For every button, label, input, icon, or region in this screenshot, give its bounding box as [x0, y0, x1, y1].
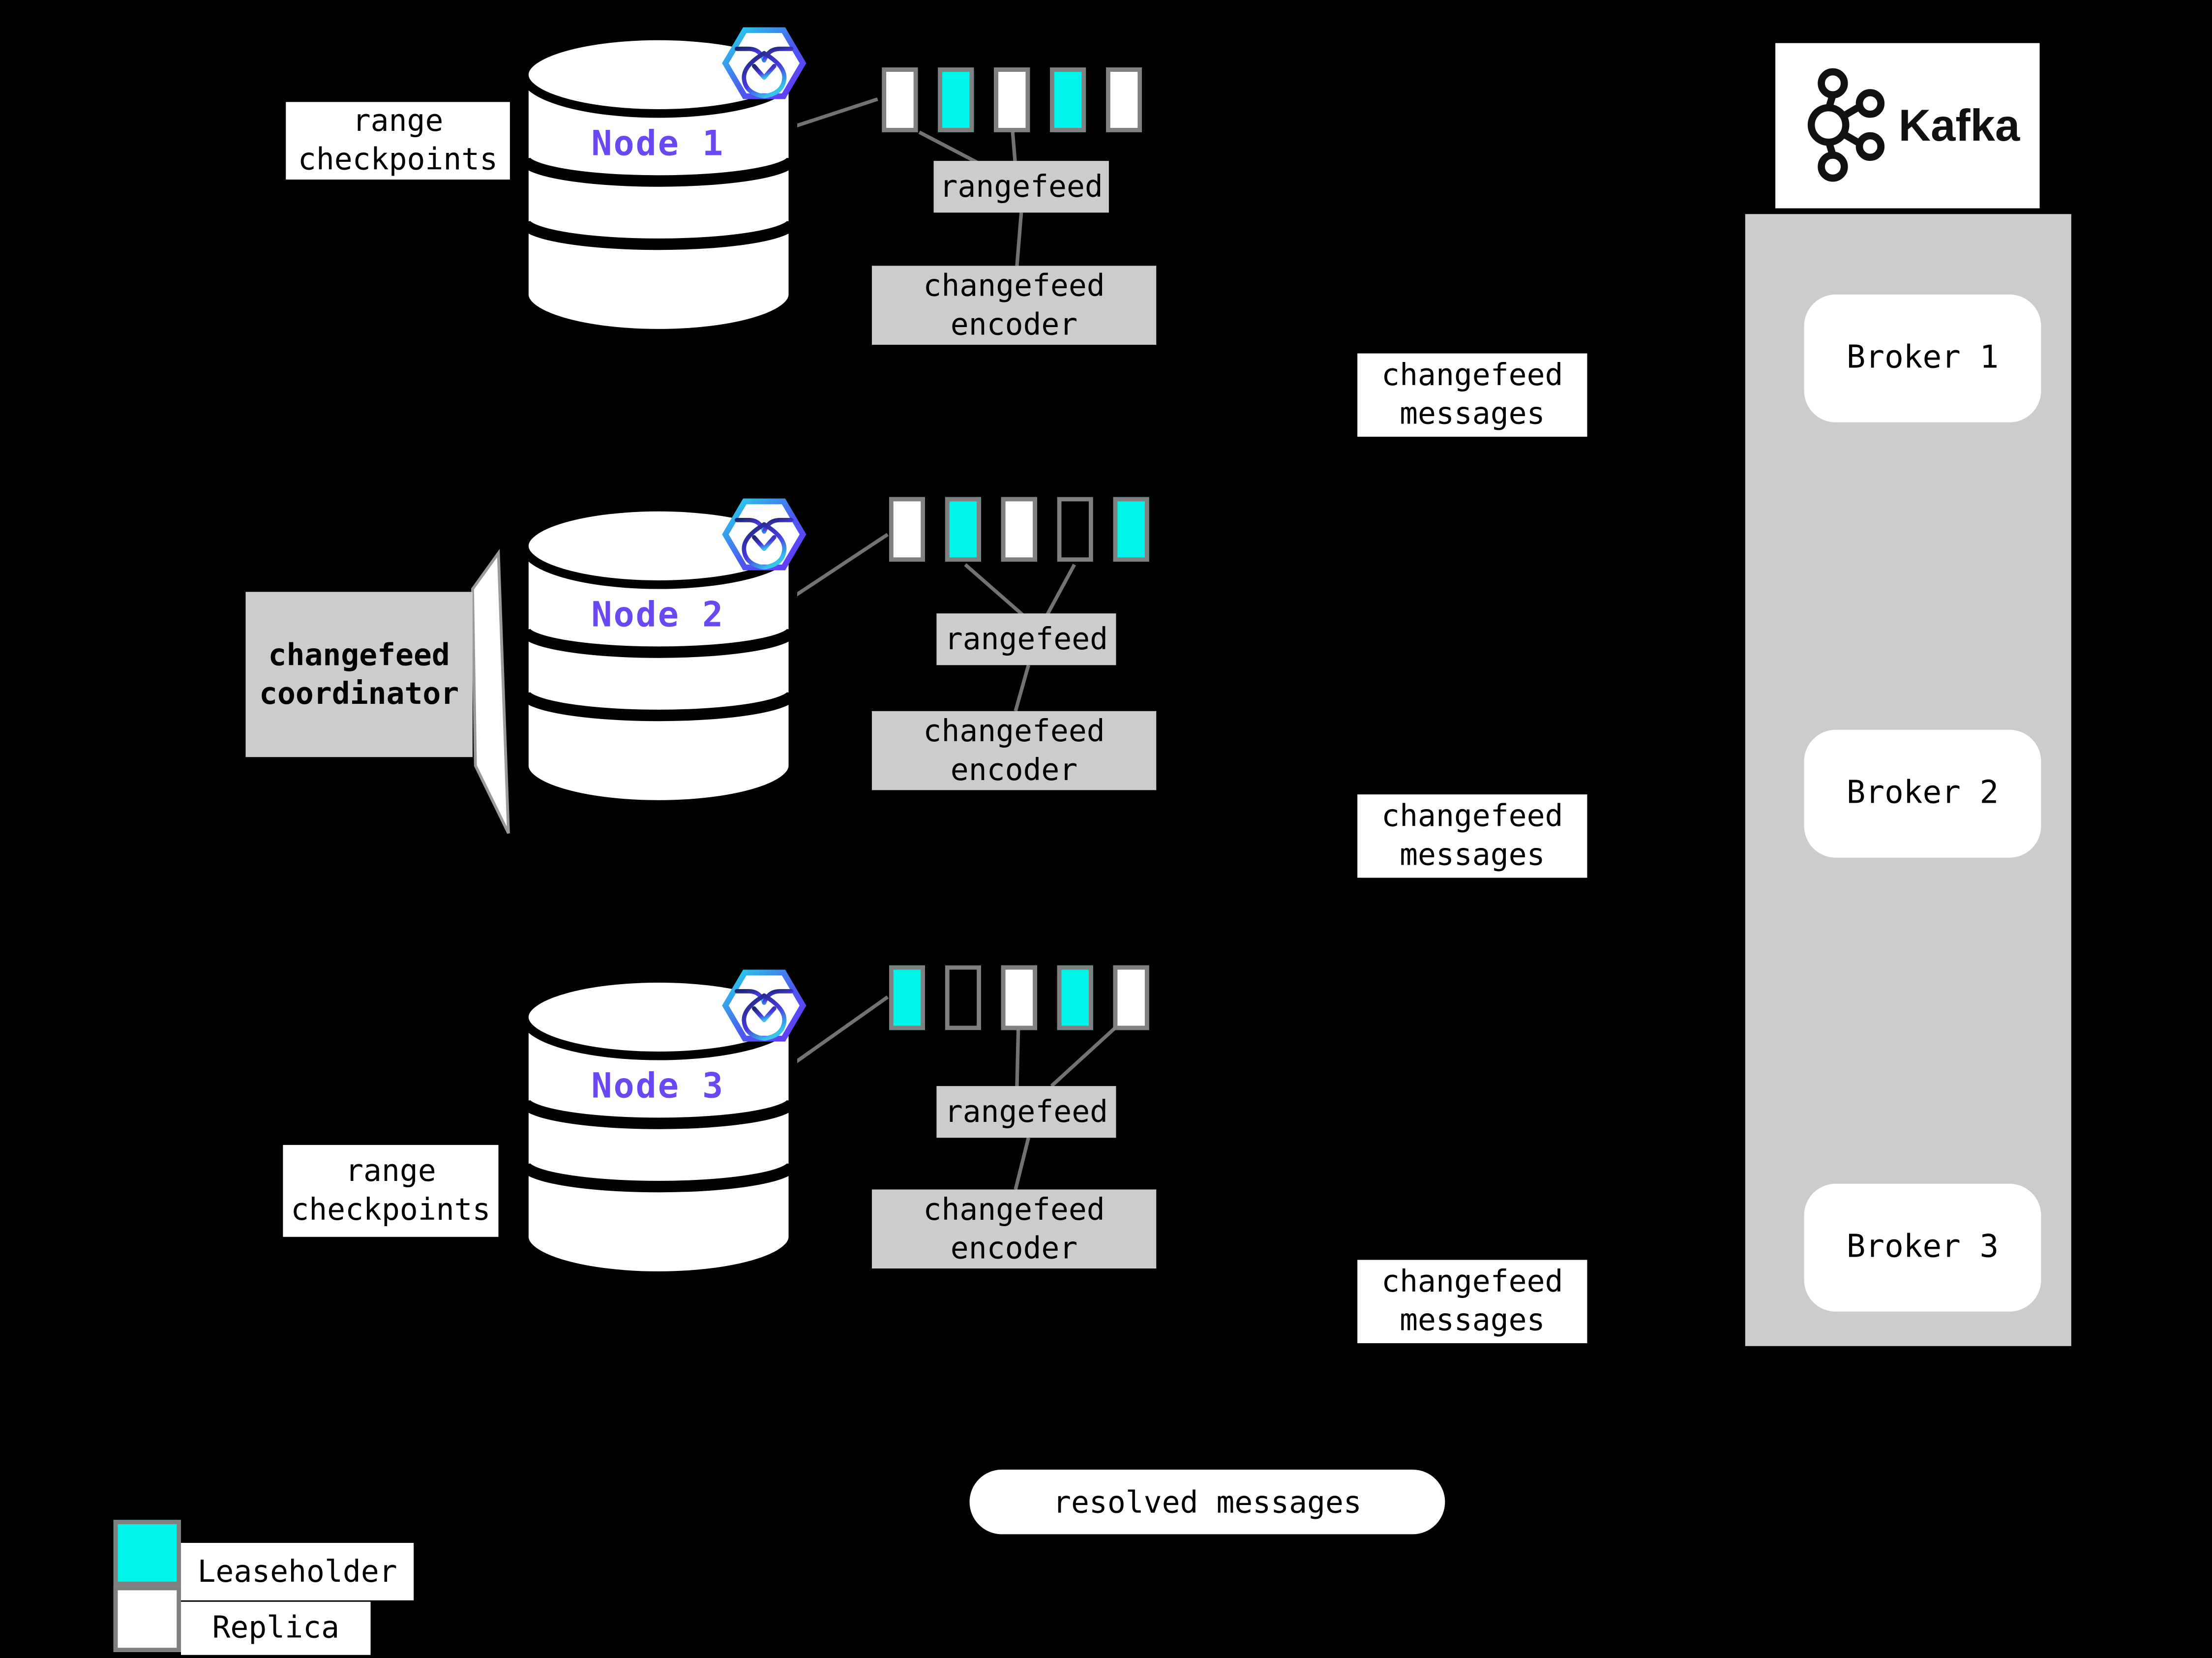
cockroachdb-badge-icon — [722, 27, 807, 99]
node1-changefeed-encoder-box: changefeed encoder — [871, 266, 1157, 345]
changefeed-coordinator-callout: changefeed coordinator — [245, 592, 473, 757]
resolved-messages-pill: resolved messages — [969, 1469, 1445, 1535]
range-rect — [1057, 497, 1093, 562]
range-rect — [1113, 965, 1149, 1030]
broker-2: Broker 2 — [1804, 729, 2041, 858]
node3-rangefeed-box: rangefeed — [936, 1086, 1116, 1138]
cockroachdb-badge-icon — [722, 969, 807, 1042]
range-rect — [1001, 497, 1037, 562]
range-rect — [889, 497, 925, 562]
broker-3: Broker 3 — [1804, 1183, 2041, 1312]
coordinator-callout-fold — [471, 548, 510, 834]
range-checkpoints-label-top: range checkpoints — [286, 102, 510, 180]
node1-range1-to-rangefeed-line — [918, 130, 986, 169]
broker-3-label: Broker 3 — [1846, 1230, 1999, 1266]
range-rect — [994, 67, 1030, 132]
changefeed-messages-label-1: changefeed messages — [1357, 353, 1587, 437]
node3-changefeed-encoder-box: changefeed encoder — [871, 1189, 1157, 1269]
range-rect — [1001, 965, 1037, 1030]
legend-leaseholder-label-box: Leaseholder — [181, 1542, 414, 1600]
legend-leaseholder-label: Leaseholder — [197, 1553, 397, 1588]
legend-leaseholder-swatch — [113, 1520, 181, 1586]
node3-label: Node 3 — [591, 1066, 725, 1107]
broker-2-label: Broker 2 — [1846, 776, 1999, 812]
changefeed-messages-label-2: changefeed messages — [1357, 794, 1587, 878]
node2-changefeed-encoder-box: changefeed encoder — [871, 711, 1157, 790]
range-rect — [1106, 67, 1142, 132]
legend-replica-label: Replica — [212, 1610, 340, 1645]
legend-replica-label-box: Replica — [181, 1601, 371, 1655]
node2-database-cylinder — [518, 503, 799, 809]
range-rect — [1113, 497, 1149, 562]
node3-database-cylinder — [518, 974, 799, 1280]
node3-to-range-line — [793, 995, 889, 1065]
broker-1: Broker 1 — [1804, 294, 2041, 422]
node2-range2-to-rangefeed-line — [964, 563, 1024, 616]
range-rect — [945, 965, 981, 1030]
node1-rangefeed-box: rangefeed — [933, 161, 1109, 213]
node3-range3-to-rangefeed-line — [1015, 1025, 1020, 1086]
node2-rangefeed-to-encoder-line — [1014, 664, 1030, 712]
node2-rangefeed-box: rangefeed — [936, 613, 1116, 665]
kafka-icon — [1807, 67, 1884, 181]
kafka-logo-box: Kafka — [1775, 43, 2040, 209]
kafka-wordmark: Kafka — [1898, 99, 2020, 151]
legend-replica-swatch — [113, 1586, 181, 1652]
changefeed-messages-label-3: changefeed messages — [1357, 1260, 1587, 1343]
node1-range3-to-rangefeed-line — [1011, 132, 1017, 167]
range-rect — [889, 965, 925, 1030]
node3-range5-to-rangefeed-line — [1050, 1024, 1119, 1087]
range-rect — [882, 67, 918, 132]
node2-range4-to-rangefeed-line — [1046, 564, 1076, 616]
cockroachdb-badge-icon — [722, 498, 807, 571]
broker-1-label: Broker 1 — [1846, 340, 1999, 377]
range-rect — [945, 497, 981, 562]
range-rect — [938, 67, 974, 132]
range-checkpoints-label-bottom: range checkpoints — [283, 1145, 499, 1237]
node1-rangefeed-to-encoder-line — [1015, 212, 1023, 266]
node1-label: Node 1 — [591, 123, 725, 164]
node2-label: Node 2 — [591, 595, 725, 635]
node2-to-range-line — [793, 533, 889, 598]
range-rect — [1057, 965, 1093, 1030]
node3-rangefeed-to-encoder-line — [1014, 1137, 1030, 1190]
range-rect — [1050, 67, 1086, 132]
node1-to-range-line — [794, 97, 878, 128]
